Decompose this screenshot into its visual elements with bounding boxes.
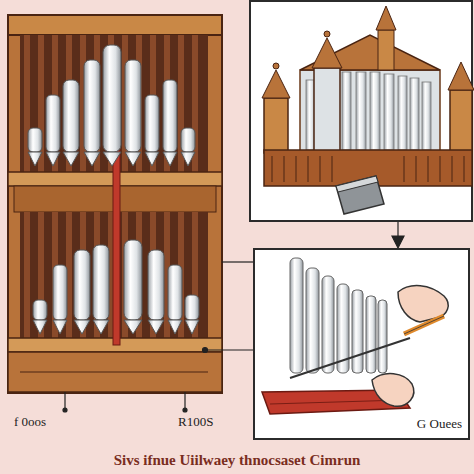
lower-pipes (33, 240, 199, 334)
callout-label: R100S (178, 414, 213, 430)
organ-cabinet (8, 15, 222, 393)
caption: Sivs ifnue Uiilwaey thnocsaset Cimrun (0, 452, 474, 469)
organ-facade-panel (250, 1, 474, 221)
panel-box: G Ouees (253, 248, 470, 440)
upper-pipes (28, 45, 195, 166)
panel-label: G Ouees (417, 416, 462, 432)
pipe-tuning-illustration (253, 248, 470, 440)
callout-label: f 0oos (14, 414, 46, 430)
